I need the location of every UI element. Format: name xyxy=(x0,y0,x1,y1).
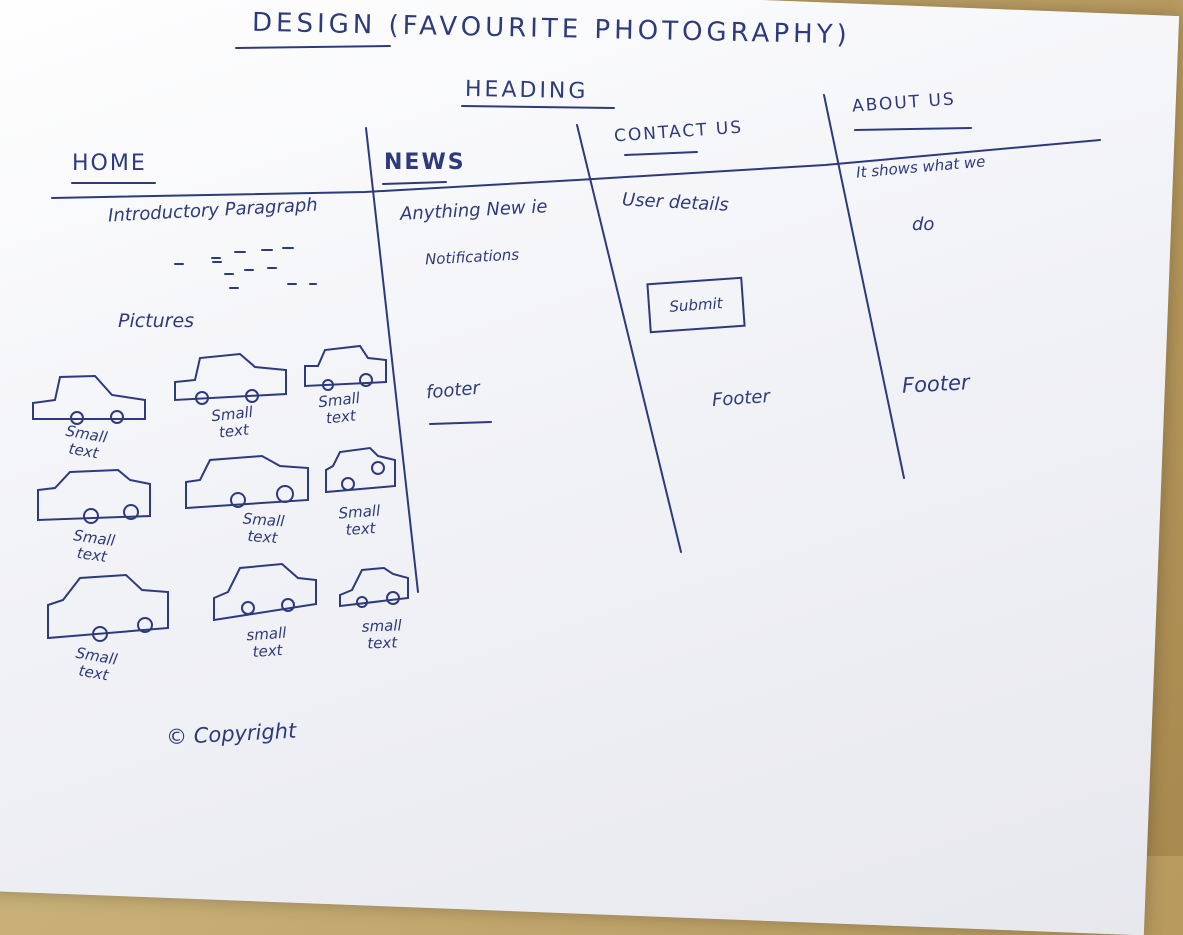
about-line-2: do xyxy=(912,214,935,235)
car-3 xyxy=(304,344,387,391)
submit-label: Submit xyxy=(668,294,724,316)
about-footer: Footer xyxy=(901,370,971,398)
car-8 xyxy=(213,562,317,622)
picture-caption: Small text xyxy=(242,509,286,548)
car-5 xyxy=(185,454,309,510)
car-9 xyxy=(339,566,409,608)
picture-caption: small text xyxy=(361,616,402,653)
divider-news-contact xyxy=(576,124,682,553)
contact-footer: Footer xyxy=(711,386,771,411)
car-1 xyxy=(32,374,146,425)
car-7 xyxy=(47,573,169,642)
title-underline xyxy=(235,45,391,49)
heading-underline xyxy=(461,105,615,109)
divider-contact-about xyxy=(823,94,905,479)
car-4 xyxy=(37,468,151,524)
divider-home-news xyxy=(365,127,419,593)
header-divider xyxy=(51,139,1101,199)
picture-caption: Small text xyxy=(210,402,254,442)
picture-caption: Small text xyxy=(337,501,381,540)
submit-button[interactable]: Submit xyxy=(646,276,746,334)
car-6 xyxy=(325,446,396,494)
sketch-lines xyxy=(32,45,1101,642)
nav-news[interactable]: NEWS xyxy=(384,150,466,175)
picture-caption: Small text xyxy=(317,388,361,428)
car-2 xyxy=(174,352,287,405)
nav-home[interactable]: HOME xyxy=(72,151,147,176)
picture-caption: small text xyxy=(245,623,287,662)
pictures-label: Pictures xyxy=(118,310,195,332)
heading-label: HEADING xyxy=(464,76,589,105)
